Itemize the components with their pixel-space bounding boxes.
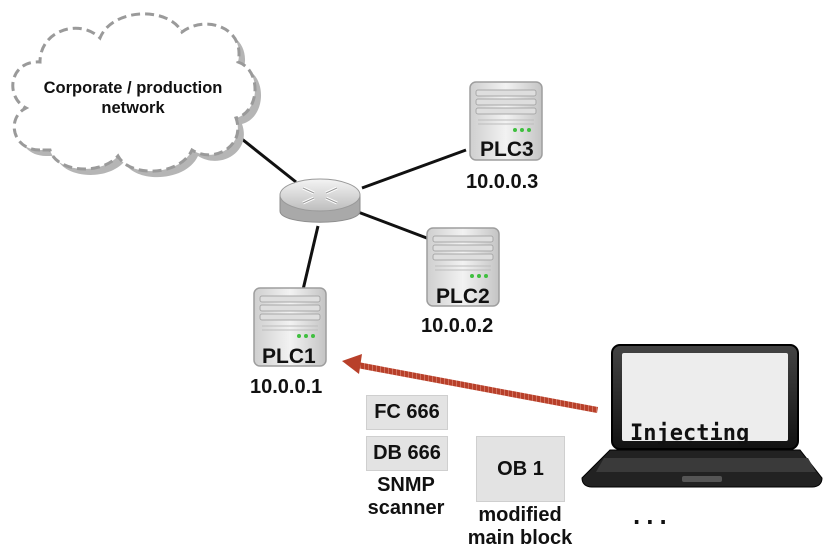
link-router-plc3 bbox=[361, 148, 467, 190]
ob-caption-line2: main block bbox=[467, 527, 573, 549]
ob-caption-line1: modified bbox=[478, 504, 562, 526]
plc3-name: PLC3 bbox=[480, 138, 534, 161]
plc1-ip: 10.0.0.1 bbox=[250, 376, 323, 398]
attack-arrow bbox=[342, 354, 598, 413]
link-router-plc1 bbox=[300, 225, 320, 295]
fc-666-block: FC 666 bbox=[366, 395, 448, 430]
cloud-label-line1: Corporate / production bbox=[43, 79, 223, 97]
snmp-caption-line2: scanner bbox=[367, 497, 445, 519]
plc2-name: PLC2 bbox=[436, 285, 490, 308]
db-666-block: DB 666 bbox=[366, 436, 448, 471]
router-icon bbox=[279, 178, 361, 223]
screen-line1: Injecting bbox=[630, 421, 750, 446]
link-router-plc2 bbox=[357, 210, 433, 242]
snmp-scanner-caption: SNMP scanner bbox=[356, 474, 456, 520]
plc3-ip: 10.0.0.3 bbox=[466, 171, 539, 193]
plc2-ip: 10.0.0.2 bbox=[421, 315, 494, 337]
cloud-icon bbox=[11, 12, 262, 178]
snmp-caption-line1: SNMP bbox=[377, 474, 435, 496]
modified-main-block-caption: modified main block bbox=[450, 504, 590, 550]
plc1-name: PLC1 bbox=[262, 345, 316, 368]
laptop-screen-text: Injecting ... bbox=[630, 364, 790, 560]
ob-1-block: OB 1 bbox=[476, 436, 565, 502]
laptop-icon bbox=[581, 344, 823, 488]
cloud-label: Corporate / production network bbox=[18, 78, 248, 118]
screen-line2: ... bbox=[630, 505, 670, 530]
cloud-label-line2: network bbox=[101, 99, 165, 117]
